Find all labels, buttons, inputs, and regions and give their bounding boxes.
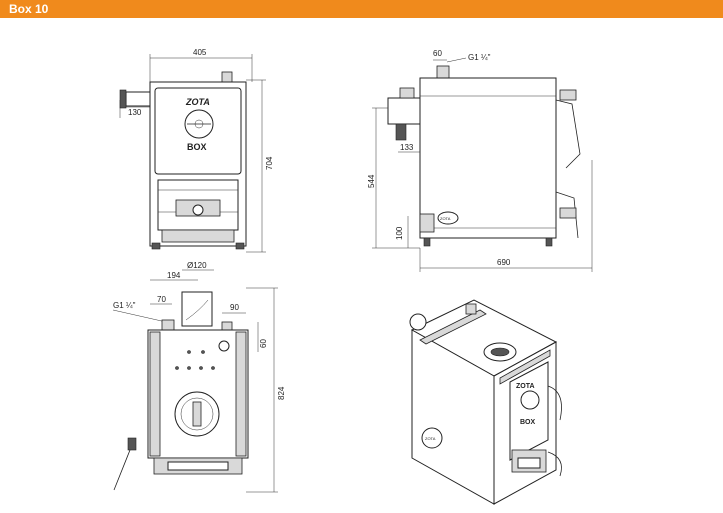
dim-70: 70 <box>157 295 166 304</box>
top-view: Ø120 194 G1 ¼" 70 90 60 824 <box>112 261 286 493</box>
dim-90: 90 <box>230 303 239 312</box>
dim-405: 405 <box>193 48 207 57</box>
dim-690: 690 <box>497 258 511 267</box>
dim-pipe-side: G1 ¼" <box>468 53 491 62</box>
iso-brand-zota: ZOTA <box>516 383 535 390</box>
dim-544: 544 <box>367 174 376 188</box>
iso-brand-box: BOX <box>520 419 536 426</box>
dim-194: 194 <box>167 271 181 280</box>
front-brand-zota: ZOTA <box>185 97 210 107</box>
dim-824: 824 <box>277 386 286 400</box>
side-brand: ZOTA <box>440 216 451 221</box>
iso-view: ZOTA ZOTA BOX <box>409 299 562 505</box>
front-view: 405 704 130 ZOTA BOX <box>119 48 274 253</box>
dim-100: 100 <box>395 226 404 240</box>
iso-badge: ZOTA <box>425 436 436 441</box>
front-brand-box: BOX <box>187 142 207 152</box>
dim-133: 133 <box>400 143 414 152</box>
side-view: 60 G1 ¼" ZOTA 544 133 100 <box>367 49 593 272</box>
dim-60-top: 60 <box>433 49 442 58</box>
dim-pipe-top: G1 ¼" <box>113 301 136 310</box>
dim-diameter-120: Ø120 <box>187 261 207 270</box>
dim-60-right: 60 <box>259 339 268 348</box>
dim-704: 704 <box>265 156 274 170</box>
dim-130: 130 <box>128 108 142 117</box>
header-bar: Box 10 <box>0 0 723 18</box>
page-title: Box 10 <box>9 2 49 16</box>
